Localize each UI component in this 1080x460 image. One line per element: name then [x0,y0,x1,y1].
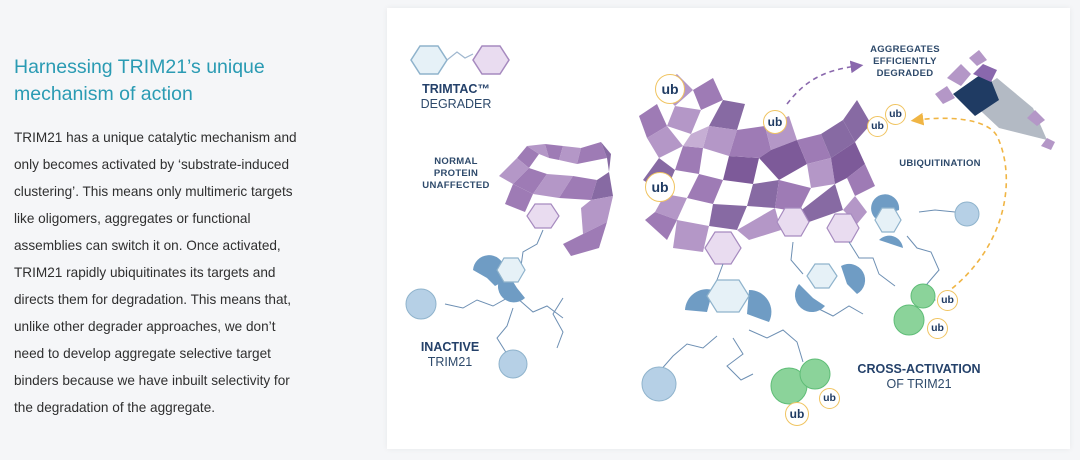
normal-protein-cluster [499,142,613,256]
mechanism-diagram: TRIMTAC™ DEGRADER NORMAL PROTEIN UNAFFEC… [387,8,1070,449]
inactive-trim21-label: INACTIVE TRIM21 [420,340,480,369]
ub-tag: ub [645,172,675,202]
aggregate-cluster [639,74,875,265]
cross-activation-label: CROSS-ACTIVATION OF TRIM21 [857,362,981,391]
ub-tag: ub [819,388,840,409]
inactive-trim21-shapes [405,255,528,379]
ub-tag: ub [937,290,958,311]
active-trim21-shapes [641,194,980,405]
ub-tag: ub [885,104,906,125]
ub-tag: ub [655,74,685,104]
ub-tag: ub [763,110,787,134]
heading-line-1: Harnessing TRIM21’s unique [14,56,265,78]
text-column: Harnessing TRIM21’s unique mechanism of … [0,0,385,460]
trimtac-degrader-icon [410,45,510,75]
normal-protein-label: NORMAL PROTEIN UNAFFECTED [422,156,490,191]
section-heading: Harnessing TRIM21’s unique mechanism of … [14,54,354,108]
active-trim21-center [658,209,966,381]
trimtac-label: TRIMTAC™ DEGRADER [420,82,492,111]
diagram-artwork [405,45,1055,405]
body-paragraph: TRIM21 has a unique catalytic mechanism … [14,130,297,415]
ubiquitination-label: UBIQUITINATION [899,158,981,169]
proteasome-icon [935,50,1055,150]
ub-tag: ub [785,402,809,426]
ub-tag: ub [927,318,948,339]
aggregates-degraded-label: AGGREGATES EFFICIENTLY DEGRADED [870,44,940,79]
ub-tag: ub [867,116,888,137]
heading-line-2: mechanism of action [14,83,193,105]
